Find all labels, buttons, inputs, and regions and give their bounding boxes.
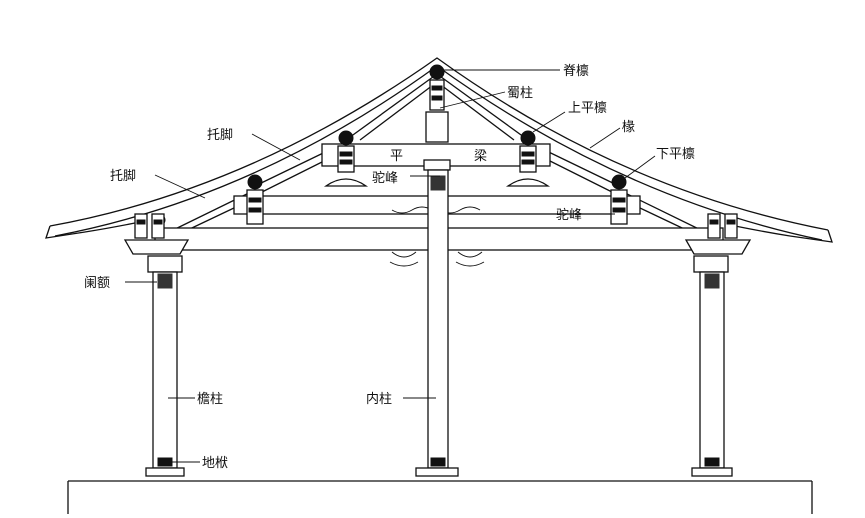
label-du-zhu: 蜀柱 xyxy=(507,86,533,101)
label-tuo-jiao-lower: 托脚 xyxy=(110,168,136,184)
label-lan-e: 阑额 xyxy=(84,276,110,291)
purlins xyxy=(154,64,720,226)
label-tuo-feng-lower: 驼峰 xyxy=(556,207,582,223)
label-yan-zhu: 檐柱 xyxy=(197,392,223,407)
label-chuan: 椽 xyxy=(622,120,635,135)
leader-lines xyxy=(125,69,656,463)
label-tuo-feng-upper: 驼峰 xyxy=(372,170,398,186)
stone-platform xyxy=(67,480,813,514)
label-xia-ping-heng: 下平檩 xyxy=(656,147,695,162)
label-liang: 梁 xyxy=(474,149,487,164)
label-ping: 平 xyxy=(390,149,403,164)
label-tuo-jiao-upper: 托脚 xyxy=(207,127,233,143)
label-nei-zhu: 内柱 xyxy=(366,391,392,407)
label-shang-ping-heng: 上平檩 xyxy=(568,101,607,116)
bracket-sets xyxy=(123,79,752,255)
label-di-fu: 地栿 xyxy=(202,456,228,471)
labels: 脊檩 蜀柱 上平檩 椽 下平檩 托脚 托脚 平 梁 驼峰 驼峰 阑额 檐柱 内柱… xyxy=(84,64,695,471)
label-ji-heng: 脊檩 xyxy=(563,64,589,79)
columns xyxy=(145,159,733,477)
